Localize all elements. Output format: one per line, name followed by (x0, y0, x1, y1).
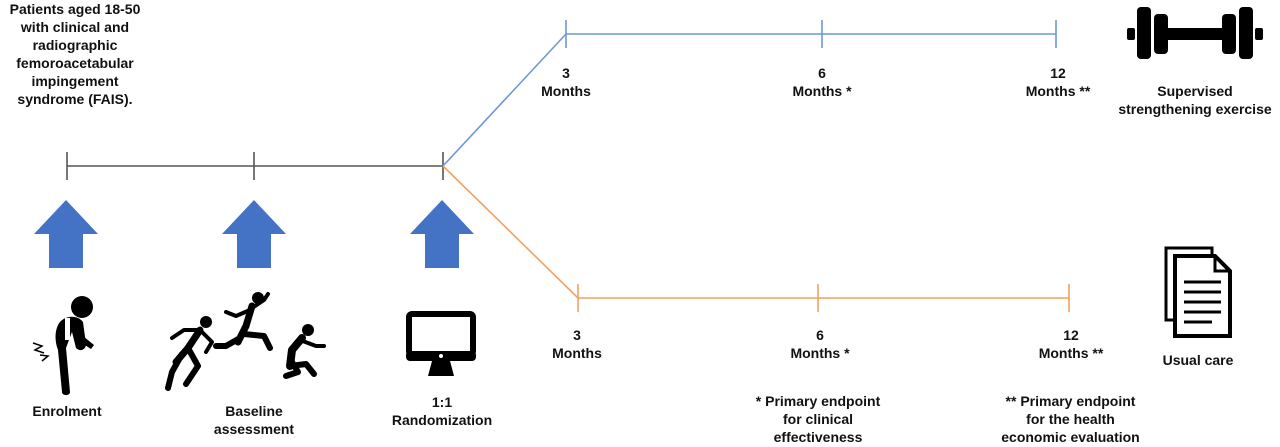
timepoint-number: 6 (818, 65, 826, 81)
strengthening-timepoint-3: 3 Months (526, 64, 606, 100)
footnote-line: economic evaluation (1001, 429, 1140, 445)
dumbbell-icon (1127, 7, 1263, 59)
usual-care-arm-label: Usual care (1148, 351, 1248, 369)
arm-label-text: Usual care (1162, 352, 1234, 368)
footnote-primary-health-economic: ** Primary endpoint for the health econo… (983, 392, 1158, 446)
intro-text: Patients aged 18-50 with clinical and ra… (0, 0, 150, 108)
strengthening-timepoint-6: 6 Months * (772, 64, 872, 100)
footnote-primary-clinical: * Primary endpoint for clinical effectiv… (738, 392, 898, 446)
intro-line: syndrome (FAIS). (17, 91, 133, 107)
footnote-line: for clinical (782, 411, 854, 427)
baseline-line: assessment (213, 421, 295, 437)
intro-line: femoroacetabular (16, 55, 134, 71)
timepoint-unit: Months (541, 83, 591, 99)
baseline-line: Baseline (225, 403, 283, 419)
running-athletes-icon (165, 292, 326, 391)
timepoint-unit: Months (552, 345, 602, 361)
usual-care-arm-timeline (442, 165, 1070, 312)
footnote-line: ** Primary endpoint (1005, 393, 1136, 409)
timepoint-number: 12 (1063, 327, 1079, 343)
usual-care-timepoint-3: 3 Months (537, 326, 617, 362)
timepoint-unit: Months * (790, 345, 850, 361)
timepoint-unit: Months * (792, 83, 852, 99)
document-icon (1164, 246, 1232, 338)
up-arrow-icon-enrolment (34, 200, 98, 268)
usual-care-timepoint-6: 6 Months * (770, 326, 870, 362)
intro-line: with clinical and (20, 19, 130, 35)
randomization-ratio: 1:1 (431, 394, 453, 410)
randomization-text: Randomization (391, 412, 493, 428)
arm-label-line: strengthening exercise (1118, 101, 1272, 117)
enrolment-text: Enrolment (32, 403, 102, 419)
baseline-assessment-label: Baseline assessment (199, 402, 309, 438)
timepoint-number: 3 (573, 327, 581, 343)
usual-care-timepoint-12: 12 Months ** (1021, 326, 1121, 362)
baseline-timeline (66, 152, 444, 180)
timepoint-number: 3 (562, 65, 570, 81)
strengthening-arm-timeline (442, 20, 1057, 167)
footnote-line: for the health (1026, 411, 1115, 427)
arm-label-line: Supervised (1157, 83, 1233, 99)
footnote-line: effectiveness (773, 429, 863, 445)
timepoint-number: 6 (816, 327, 824, 343)
footnote-line: * Primary endpoint (755, 393, 881, 409)
person-with-hip-pain-icon (32, 296, 94, 395)
enrolment-label: Enrolment (12, 402, 122, 420)
randomization-label: 1:1 Randomization (382, 393, 502, 429)
strengthening-timepoint-12: 12 Months ** (1008, 64, 1108, 100)
intro-line: impingement (31, 73, 119, 89)
computer-monitor-icon (406, 311, 476, 376)
intro-line: radiographic (32, 37, 118, 53)
timepoint-number: 12 (1050, 65, 1066, 81)
intro-line: Patients aged 18-50 (9, 1, 141, 17)
up-arrow-icon-randomization (410, 200, 474, 268)
up-arrow-icon-baseline (222, 200, 286, 268)
timepoint-unit: Months ** (1025, 83, 1091, 99)
timepoint-unit: Months ** (1038, 345, 1104, 361)
strengthening-arm-label: Supervised strengthening exercise (1110, 82, 1280, 118)
